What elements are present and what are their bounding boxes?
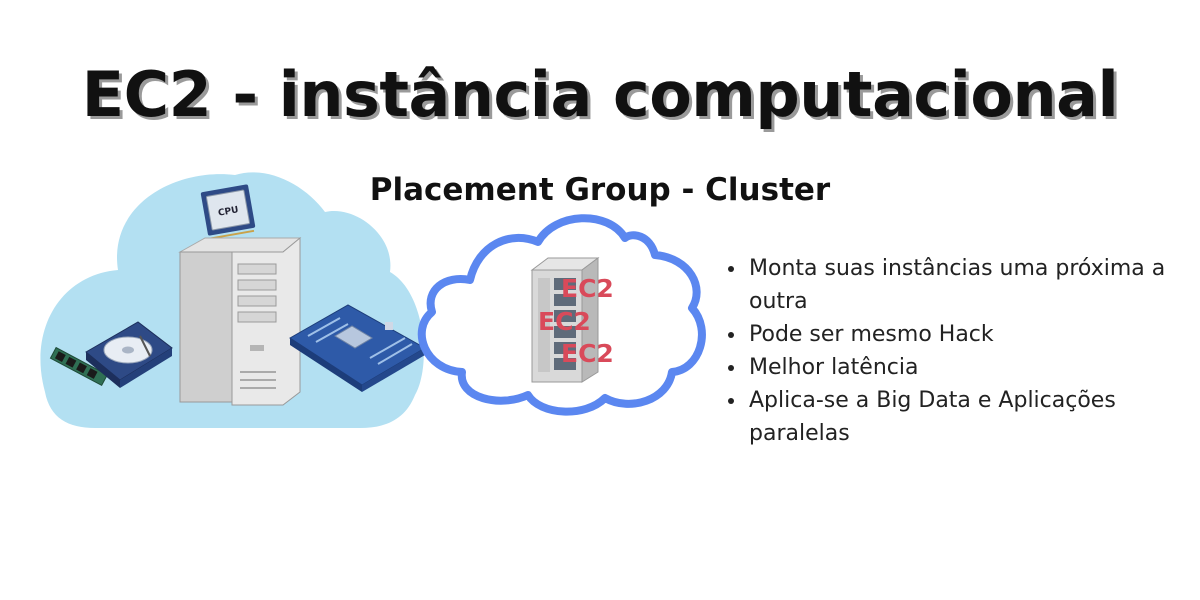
- ec2-label-1: EC2: [561, 274, 614, 303]
- diagram-subtitle: Placement Group - Cluster: [369, 172, 831, 208]
- feature-item: Pode ser mesmo Hack: [747, 318, 1167, 351]
- cpu-chip-label: CPU: [217, 205, 239, 218]
- server-tower-icon: [178, 236, 302, 406]
- feature-item: Monta suas instâncias uma próxima a outr…: [747, 252, 1167, 318]
- motherboard-icon: [289, 304, 427, 392]
- page-title: EC2 - instância computacional: [81, 58, 1119, 131]
- feature-list: Monta suas instâncias uma próxima a outr…: [725, 252, 1167, 450]
- server-rack-icon: [530, 257, 600, 383]
- hard-drive-icon: [85, 321, 173, 388]
- ec2-label-2: EC2: [538, 307, 591, 336]
- cpu-chip-icon: CPU: [200, 184, 256, 240]
- ram-stick-icon: [49, 346, 108, 387]
- ec2-label-3: EC2: [561, 339, 614, 368]
- feature-item: Melhor latência: [747, 351, 1167, 384]
- feature-item: Aplica-se a Big Data e Aplicações parale…: [747, 384, 1167, 450]
